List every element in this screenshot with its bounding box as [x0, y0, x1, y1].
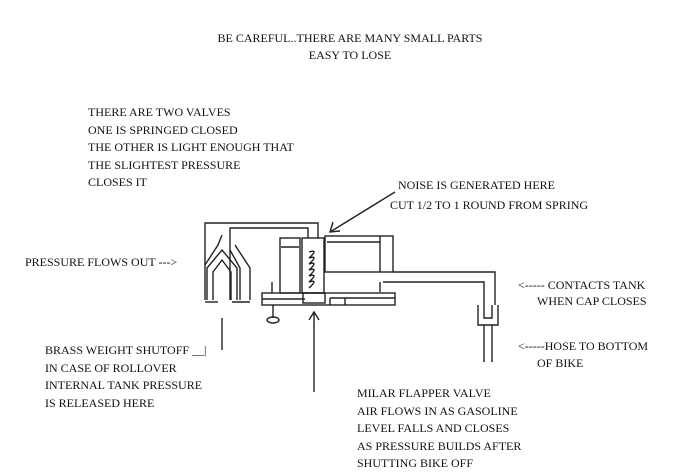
note-line: CLOSES IT [88, 175, 148, 189]
note-line: IN CASE OF ROLLOVER [45, 360, 177, 375]
note-line: THE SLIGHTEST PRESSURE [88, 157, 241, 172]
valves-note: THERE ARE TWO VALVES ONE IS SPRINGED CLO… [88, 104, 294, 192]
shutoff-screw [266, 282, 280, 324]
outlet-valve [204, 222, 319, 303]
noise-note-2: CUT 1/2 TO 1 ROUND FROM SPRING [390, 198, 589, 212]
note-line: ONE IS SPRINGED CLOSED [88, 122, 238, 137]
header-line-2: EASY TO LOSE [308, 48, 392, 62]
note-line: AIR FLOWS IN AS GASOLINE [357, 403, 518, 418]
note-line: IS RELEASED HERE [45, 395, 155, 410]
contacts-note-1: <----- CONTACTS TANK [518, 278, 646, 292]
note-line: AS PRESSURE BUILDS AFTER [357, 438, 522, 453]
hose-note-1: <-----HOSE TO BOTTOM [518, 339, 649, 353]
spring-chamber [279, 237, 325, 294]
milar-note: MILAR FLAPPER VALVE AIR FLOWS IN AS GASO… [357, 385, 521, 473]
note-line: MILAR FLAPPER VALVE [357, 386, 491, 400]
base-plate [261, 292, 396, 306]
note-line: THE OTHER IS LIGHT ENOUGH THAT [88, 140, 294, 154]
brass-note: BRASS WEIGHT SHUTOFF __| IN CASE OF ROLL… [45, 342, 206, 412]
flapper-arrow [308, 310, 320, 392]
note-line: THERE ARE TWO VALVES [88, 105, 231, 119]
contacts-note-2: WHEN CAP CLOSES [537, 294, 647, 308]
note-line: SHUTTING BIKE OFF [357, 456, 474, 470]
noise-arrow [329, 191, 396, 233]
header-line-1: BE CAREFUL..THERE ARE MANY SMALL PARTS [217, 31, 483, 45]
hose-note-2: OF BIKE [537, 356, 584, 370]
noise-note-1: NOISE IS GENERATED HERE [398, 178, 555, 192]
note-line: BRASS WEIGHT SHUTOFF __| [45, 343, 207, 357]
right-cylinder [324, 235, 496, 305]
pressure-out-label: PRESSURE FLOWS OUT ---> [25, 255, 178, 269]
note-line: INTERNAL TANK PRESSURE [45, 378, 203, 392]
tank-fitting [477, 305, 499, 362]
note-line: LEVEL FALLS AND CLOSES [357, 421, 510, 435]
